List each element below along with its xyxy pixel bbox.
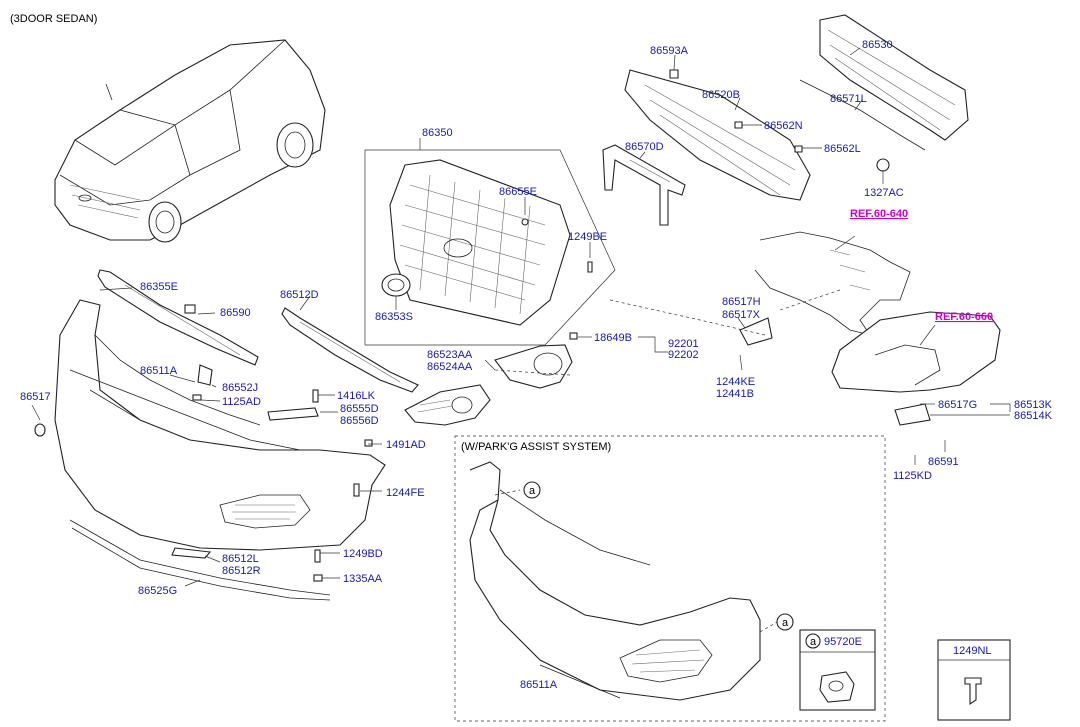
part-label: 86517 [20,391,51,403]
bumper-beam [799,14,969,172]
part-label: 86511A [140,365,178,377]
part-label: 86512D [280,289,319,301]
part-label: 86355E [140,281,178,293]
upper-strips [97,269,419,393]
inset-title: (W/PARK'G ASSIST SYSTEM) [461,441,611,453]
callout-circle [523,481,541,499]
callout-circles [523,481,821,649]
diagram-title: (3DOOR SEDAN) [10,13,97,25]
part-label: 86520B [702,89,740,101]
part-label: 86517G [938,399,977,411]
part-label: 86530 [862,39,893,51]
callout-label: a [810,636,817,648]
part-label: 86590 [220,307,251,319]
part-label: 1249BE [568,231,607,243]
bracket-86570D [602,144,686,226]
part-label: 95720E [824,636,862,648]
part-label: 86552J [222,382,258,394]
reference-label[interactable]: REF.60-660 [935,311,993,323]
part-label: 1244FE [386,487,425,499]
part-label: 86517X [722,309,761,321]
part-label: 92202 [668,349,699,361]
part-label: 86555D [340,403,379,415]
part-label: 86570D [625,141,664,153]
fog-lamps [404,332,578,426]
part-label: 86513K [1014,399,1053,411]
car-illustration [54,39,326,243]
part-label: 86353S [375,311,413,323]
inset-legend [799,629,876,711]
part-label: 86593A [650,45,689,57]
part-label: 1125AD [222,396,261,408]
callout-circle [776,613,794,631]
part-label: 86562N [764,120,803,132]
part-label: 1249BD [343,548,383,560]
part-label: 12441B [716,388,754,400]
part-label: 86525G [138,585,177,597]
part-label: 86511A [520,679,558,691]
part-label: 92201 [668,338,699,350]
part-label: 1249NL [953,645,992,657]
part-label: 86514K [1014,410,1053,422]
part-label: 1327AC [864,187,904,199]
part-label: 86524AA [427,361,473,373]
part-label: 1244KE [716,376,755,388]
part-label: 86512R [222,565,261,577]
parking-assist-inset [454,435,886,722]
part-label: 1335AA [343,573,383,585]
reference-label[interactable]: REF.60-640 [850,208,908,220]
part-label: 18649B [594,332,632,344]
part-label: 86517H [722,296,761,308]
leader-lines [31,47,1011,587]
part-label: 86655E [499,186,537,198]
part-label: 86556D [340,415,379,427]
callout-label: a [529,485,536,497]
part-label: 86523AA [427,349,473,361]
callout-circle [805,633,821,649]
part-label: 86562L [824,143,861,155]
part-label: 1416LK [337,390,376,402]
small-part-box [937,639,1011,721]
part-label: 86571L [830,93,867,105]
part-label: 86512L [222,553,259,565]
part-label: 1491AD [386,439,426,451]
part-label: 86350 [422,127,453,139]
energy-absorber [624,69,811,201]
callout-label: a [782,617,789,629]
part-label: 1125KD [893,470,932,482]
front-bumper [34,299,386,601]
part-label: 86591 [928,456,959,468]
fender-area [739,231,1001,426]
